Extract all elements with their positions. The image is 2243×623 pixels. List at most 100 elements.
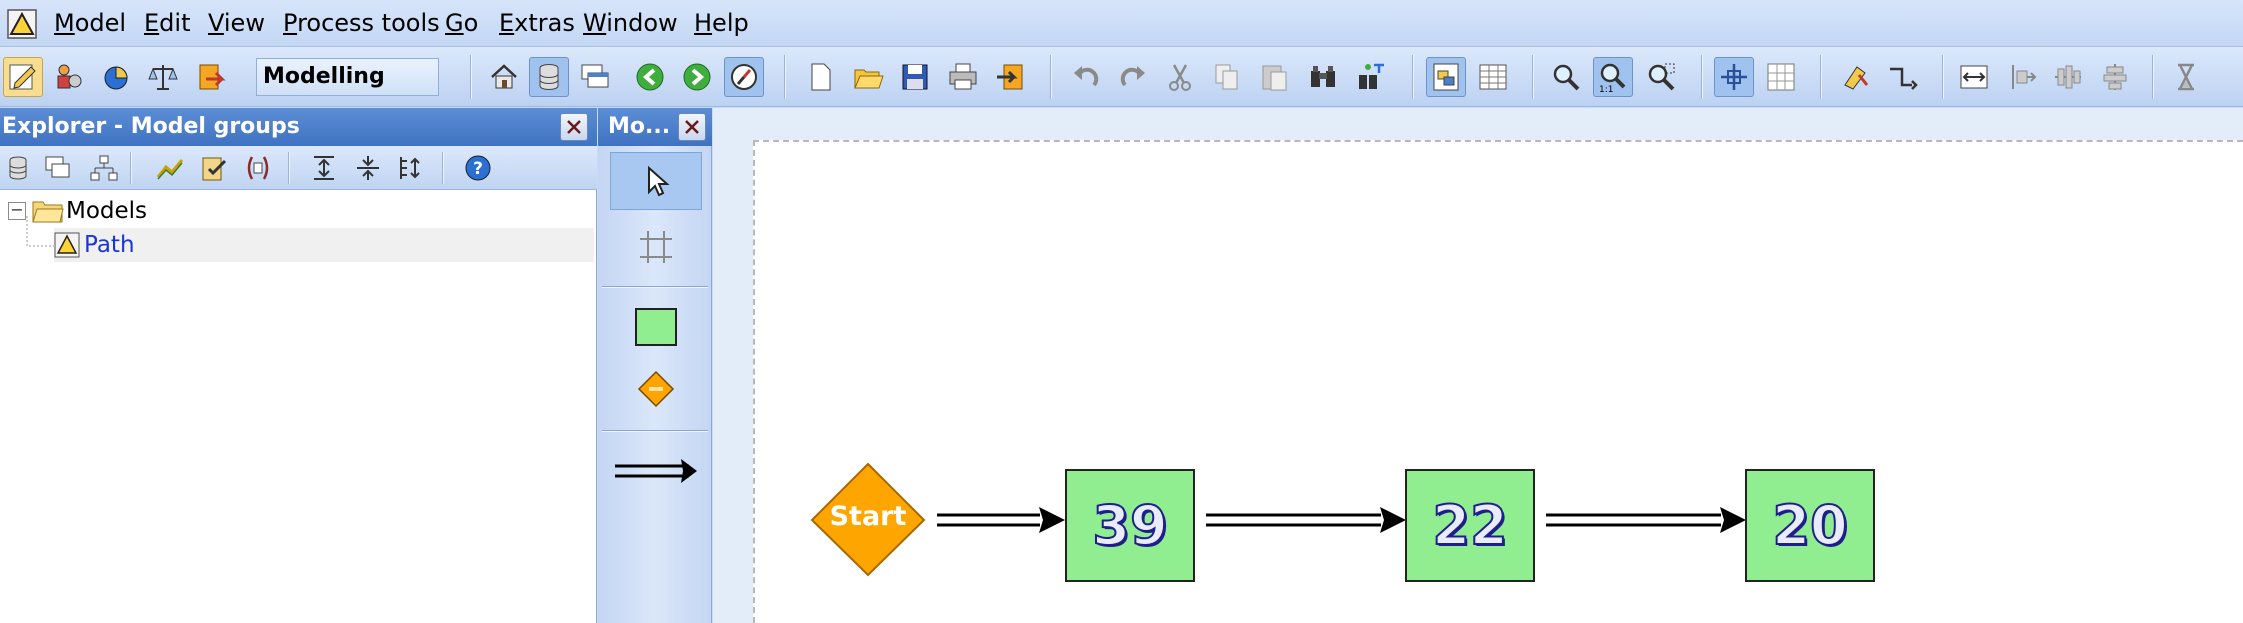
tree-item-path[interactable]: Path [54, 228, 594, 262]
distribute-horizontal-button[interactable] [2001, 57, 2041, 97]
simulation-time-button[interactable] [2166, 57, 2206, 97]
find-button[interactable] [1303, 57, 1343, 97]
menu-view[interactable]: View [208, 9, 265, 37]
chart-button[interactable] [152, 150, 188, 186]
evaluation-button[interactable] [143, 57, 183, 97]
export-button[interactable] [990, 57, 1030, 97]
document-arrow-icon [199, 64, 226, 90]
connector-39-to-22[interactable] [1206, 507, 1406, 533]
menu-extras[interactable]: Extras [499, 9, 575, 37]
explorer-close-button[interactable] [560, 113, 588, 141]
find-replace-icon [1359, 63, 1384, 89]
home-button[interactable] [484, 57, 524, 97]
highlighter-icon [1844, 66, 1869, 90]
menu-go[interactable]: Go [445, 9, 479, 37]
menu-model[interactable]: Model [54, 9, 127, 37]
windows-view-button[interactable] [40, 150, 76, 186]
save-button[interactable] [895, 57, 935, 97]
cursor-arrow-icon [648, 165, 670, 197]
import-export-button[interactable] [190, 57, 230, 97]
open-button[interactable] [848, 57, 888, 97]
windows-button[interactable] [575, 57, 615, 97]
menu-help[interactable]: Help [694, 9, 749, 37]
connector-22-to-20[interactable] [1546, 507, 1746, 533]
zoom-fit-button[interactable] [1641, 57, 1681, 97]
expand-list-icon [400, 157, 420, 179]
tree-item-label: Models [66, 198, 148, 224]
elbow-connector-icon [1890, 67, 1918, 90]
new-button[interactable] [800, 57, 840, 97]
folder-open-icon [854, 69, 884, 89]
check-model-button[interactable] [196, 150, 232, 186]
menu-edit[interactable]: Edit [144, 9, 191, 37]
activity-square-icon [635, 308, 677, 346]
expand-level-button[interactable] [394, 150, 430, 186]
toolbar-separator [1942, 55, 1944, 99]
help-icon: ? [465, 155, 491, 181]
model-groups-view-button[interactable] [0, 150, 36, 186]
collapse-all-button[interactable] [350, 150, 386, 186]
arrow-right-icon [683, 63, 711, 91]
orthogonal-connector-button[interactable] [1882, 57, 1922, 97]
highlight-button[interactable] [1835, 57, 1875, 97]
snap-to-grid-button[interactable] [1714, 57, 1754, 97]
replace-button[interactable] [1352, 57, 1392, 97]
same-size-button[interactable] [1954, 57, 1994, 97]
navigator-button[interactable] [724, 57, 764, 97]
start-event-label: Start [829, 500, 907, 532]
start-event-shape[interactable] [810, 462, 926, 577]
hierarchy-view-button[interactable] [86, 150, 122, 186]
help-button[interactable]: ? [460, 150, 496, 186]
forward-button[interactable] [677, 57, 717, 97]
mode-selector[interactable]: Modelling [256, 58, 439, 96]
tree-item-models[interactable]: − Models [8, 194, 147, 228]
toolbar-separator [784, 55, 786, 99]
print-button[interactable] [943, 57, 983, 97]
back-button[interactable] [630, 57, 670, 97]
zoom-button[interactable] [1546, 57, 1586, 97]
simulation-button[interactable] [48, 57, 88, 97]
pointer-tool[interactable] [610, 152, 702, 210]
windows-stack-icon [581, 64, 609, 88]
model-canvas[interactable]: Start 39 22 20 [713, 108, 2243, 623]
cut-button[interactable] [1160, 57, 1200, 97]
activity-label-22: 22 [1431, 493, 1508, 558]
event-tool[interactable] [610, 360, 702, 418]
undo-button[interactable] [1066, 57, 1106, 97]
activity-shape-39[interactable] [1065, 469, 1195, 582]
attributes-button[interactable] [1426, 57, 1466, 97]
redo-button[interactable] [1113, 57, 1153, 97]
explorer-toolbar-separator [442, 152, 444, 184]
paste-button[interactable] [1254, 57, 1294, 97]
analysis-button[interactable] [96, 57, 136, 97]
activity-shape-20[interactable] [1745, 469, 1875, 582]
menu-window[interactable]: Window [583, 9, 678, 37]
copy-button[interactable] [1207, 57, 1247, 97]
app-logo-icon[interactable] [6, 8, 38, 40]
explorer-title: Explorer - Model groups [0, 108, 597, 146]
modelling-mode-button[interactable] [3, 57, 43, 97]
activity-shape-22[interactable] [1405, 469, 1535, 582]
zoom-100-button[interactable]: 1:1 [1593, 57, 1633, 97]
activity-label-39: 39 [1091, 493, 1168, 558]
tree-collapse-toggle[interactable]: − [8, 202, 26, 220]
crosshair-icon [1721, 64, 1747, 90]
grid-button[interactable] [1761, 57, 1801, 97]
menu-process-tools[interactable]: Process tools [283, 9, 440, 37]
model-groups-button[interactable] [529, 57, 569, 97]
modelling-palette: Mo... [598, 108, 712, 623]
align-center-button[interactable] [2048, 57, 2088, 97]
expand-all-button[interactable] [306, 150, 342, 186]
connector-tool[interactable] [610, 442, 702, 500]
main-toolbar: Modelling [0, 47, 2243, 107]
notebook-icon [1433, 63, 1459, 91]
align-vertical-button[interactable] [2095, 57, 2135, 97]
connector-start-to-39[interactable] [937, 507, 1725, 533]
table-view-button[interactable] [1473, 57, 1513, 97]
variables-button[interactable] [240, 150, 276, 186]
activity-tool[interactable] [610, 298, 702, 356]
palette-separator [602, 430, 708, 432]
palette-close-button[interactable] [678, 113, 706, 141]
swimlane-tool[interactable] [610, 218, 702, 276]
expand-vertical-icon [314, 156, 334, 180]
